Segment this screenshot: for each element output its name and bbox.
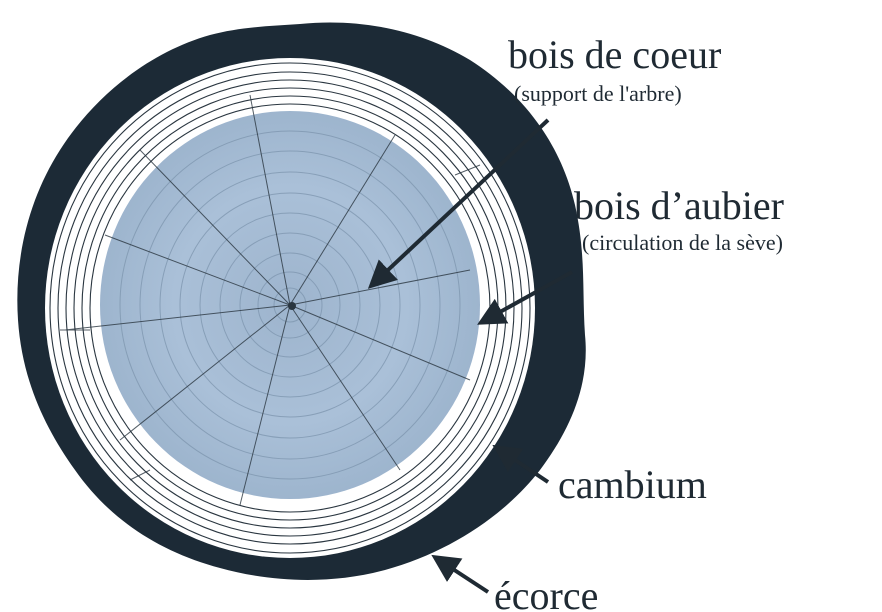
heartwood-title: bois de coeur: [508, 32, 721, 77]
sapwood-subtitle: (circulation de la sève): [582, 230, 783, 255]
bark-arrow: [436, 558, 488, 592]
cambium-label: cambium: [558, 462, 707, 507]
heartwood-subtitle: (support de l'arbre): [514, 81, 682, 106]
pith: [288, 302, 296, 310]
sapwood-title: bois d’aubier: [574, 183, 784, 228]
bark-label: écorce: [494, 573, 598, 612]
